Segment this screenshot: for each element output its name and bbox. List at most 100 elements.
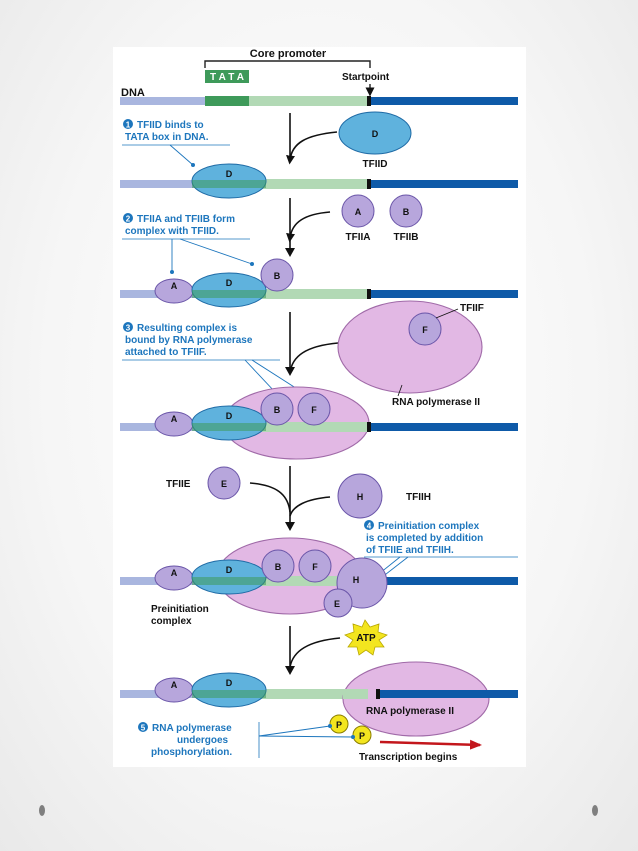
page-dot-left bbox=[39, 805, 45, 816]
tata-label: T A T A bbox=[210, 72, 244, 83]
dna-5-downstream bbox=[371, 577, 518, 585]
tfiib-bound-3-letter: B bbox=[274, 271, 281, 281]
dna-3-promoter bbox=[205, 289, 368, 299]
step-4-line-1: Preinitiation complex bbox=[378, 521, 480, 532]
tfiib-letter: B bbox=[403, 207, 410, 217]
step-5-leader-b bbox=[258, 735, 354, 738]
step-1-line-2: TATA box in DNA. bbox=[125, 132, 209, 143]
dna-6-pol-promoter bbox=[343, 689, 368, 699]
step-1-line-1: TFIID binds to bbox=[137, 120, 204, 131]
tfiia-bound-6-letter: A bbox=[171, 680, 178, 690]
step-4-line-3: of TFIIE and TFIIH. bbox=[366, 545, 454, 556]
step-3-leader-a bbox=[244, 359, 276, 393]
atp-arrow bbox=[289, 637, 341, 668]
tfiih-arrow bbox=[289, 496, 331, 517]
tfiid-bound-5-letter: D bbox=[226, 565, 233, 575]
step-5-arrowhead bbox=[285, 666, 295, 675]
step-3-line-2: bound by RNA polymerase bbox=[125, 335, 253, 346]
step-5-leader-b-dot bbox=[351, 735, 355, 739]
tfiie-bound-5-letter: E bbox=[334, 599, 340, 609]
dna-4-promoter bbox=[205, 422, 368, 432]
tfiie-bound-5 bbox=[323, 588, 353, 618]
step-5-badge bbox=[138, 722, 148, 732]
step-2-leader-b-dot bbox=[250, 262, 254, 266]
tfiib-bound-5-letter: B bbox=[275, 562, 282, 572]
dna-label: DNA bbox=[121, 87, 145, 99]
step-5-leader-a bbox=[258, 725, 331, 737]
dna-2-upstream bbox=[120, 180, 205, 188]
step-1-number: 1 bbox=[126, 121, 131, 130]
tfiia-protein bbox=[341, 194, 375, 228]
step-5-line-2: undergoes bbox=[177, 735, 229, 746]
tfiid-bound-6-letter: D bbox=[226, 678, 233, 688]
tfiid-protein bbox=[338, 111, 412, 155]
tfiid-bound-4-dna bbox=[192, 423, 266, 431]
tfiid-letter: D bbox=[372, 129, 379, 139]
step-1-badge bbox=[123, 119, 133, 129]
step-2: 2 TFIIA and TFIIB form complex with TFII… bbox=[120, 194, 518, 308]
dna-5-promoter bbox=[205, 576, 368, 586]
step-2-leader-a-dot bbox=[170, 270, 174, 274]
step-5-line-1: RNA polymerase bbox=[152, 723, 232, 734]
tfiid-bound-3-letter: D bbox=[226, 278, 233, 288]
tfiih-bound-5-letter: H bbox=[353, 575, 360, 585]
dna-tata-region bbox=[205, 96, 249, 106]
tfiib-protein bbox=[389, 194, 423, 228]
dna-downstream bbox=[371, 97, 518, 105]
tfiid-label: TFIID bbox=[363, 159, 388, 170]
tfiid-bound-3-dna bbox=[192, 290, 266, 298]
dna-2-promoter bbox=[205, 179, 368, 189]
step-1-leader-dot bbox=[191, 163, 195, 167]
core-promoter-bracket bbox=[204, 60, 371, 68]
tfiie-label: TFIIE bbox=[166, 479, 191, 490]
tfiif-bound-5 bbox=[298, 549, 332, 583]
tfiie-letter: E bbox=[221, 479, 227, 489]
step-5-leader-a-dot bbox=[328, 724, 332, 728]
dna-startpoint-mark bbox=[367, 96, 371, 106]
tfiid-bound-5-dna bbox=[192, 577, 266, 585]
tfiid-bound-6-dna bbox=[192, 690, 266, 698]
step-2-line-2: complex with TFIID. bbox=[125, 226, 219, 237]
rna-pol-label-2: RNA polymerase II bbox=[366, 706, 454, 717]
step-3-arrowhead bbox=[285, 367, 295, 376]
step-3-line-3: attached to TFIIF. bbox=[125, 347, 207, 358]
step-2-line-1: TFIIA and TFIIB form bbox=[137, 214, 235, 225]
tfiid-bound-2-letter: D bbox=[226, 169, 233, 179]
tfiif-label-line bbox=[435, 308, 459, 319]
dna-3-downstream bbox=[371, 290, 518, 298]
tfiif-free bbox=[408, 312, 442, 346]
tfiie-protein bbox=[207, 466, 241, 500]
tfiif-label: TFIIF bbox=[460, 303, 484, 314]
tfiib-bound-4 bbox=[260, 392, 294, 426]
atp-burst bbox=[344, 619, 388, 656]
dna-4-downstream bbox=[371, 423, 518, 431]
rna-pol-label-line bbox=[397, 384, 403, 397]
rna-pol-free bbox=[337, 300, 483, 394]
step-2-badge bbox=[123, 213, 133, 223]
tfiia-bound-4-letter: A bbox=[171, 414, 178, 424]
dna-2-downstream bbox=[371, 180, 518, 188]
step-3-number: 3 bbox=[126, 324, 131, 333]
step-4: TFIIE E H TFIIH 4 Preinitiation complex … bbox=[120, 466, 518, 627]
rna-pol-label-1: RNA polymerase II bbox=[392, 397, 480, 408]
step-4-badge bbox=[364, 520, 374, 530]
tata-box bbox=[205, 70, 249, 83]
dna-promoter bbox=[249, 96, 368, 106]
tfiif-bound-4-letter: F bbox=[311, 405, 317, 415]
dna-6-pol-mark bbox=[376, 689, 380, 699]
phosphate-1-letter: P bbox=[336, 720, 342, 730]
tfiib-label: TFIIB bbox=[394, 232, 419, 243]
tfiib-bound-4-letter: B bbox=[274, 405, 281, 415]
tfiid-bound-4-letter: D bbox=[226, 411, 233, 421]
transcription-label: Transcription begins bbox=[359, 752, 458, 763]
preinitiation-line-2: complex bbox=[151, 616, 192, 627]
atp-label: ATP bbox=[356, 633, 376, 644]
step-2-number: 2 bbox=[126, 215, 131, 224]
step-3: 3 Resulting complex is bound by RNA poly… bbox=[120, 300, 518, 460]
step-1-leader bbox=[169, 144, 194, 166]
dna-4-startpoint-mark bbox=[367, 422, 371, 432]
preinitiation-line-1: Preinitiation bbox=[151, 604, 209, 615]
tfiid-bound-2-dna bbox=[192, 180, 266, 188]
step-4-number: 4 bbox=[367, 522, 372, 531]
tfiib-bound-5 bbox=[261, 549, 295, 583]
